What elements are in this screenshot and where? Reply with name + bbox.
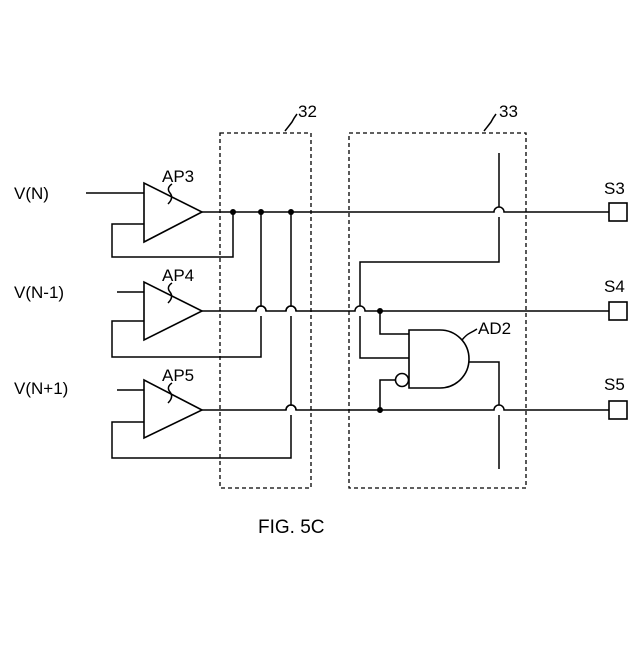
junction-dot-icon: [377, 308, 383, 314]
amplifier-label-ap5: AP5: [162, 366, 194, 385]
figure-caption: FIG. 5C: [258, 517, 325, 538]
hop-291-row4-icon: [286, 306, 296, 311]
junction-dot-icon: [288, 209, 294, 215]
gate-input-3-wire: [380, 380, 395, 410]
block-32-leader: [285, 114, 297, 131]
hop-291-row5-icon: [286, 405, 296, 410]
gate-input-2-wire: [380, 311, 409, 334]
feedback-wire-ap4: [112, 316, 261, 357]
gate-input-1-wire: [360, 316, 409, 358]
output-terminal-s5: [609, 401, 627, 419]
amplifier-ap5-icon: [144, 380, 202, 438]
output-label-s5: S5: [604, 375, 625, 394]
hop-261-row4-icon: [256, 306, 266, 311]
gate-output-wire-upper: [469, 362, 499, 405]
output-terminal-s3: [609, 203, 627, 221]
block-33-label: 33: [499, 102, 518, 121]
input-label-vn: V(N): [14, 184, 49, 203]
input-label-vn-1: V(N-1): [14, 283, 64, 302]
output-label-s4: S4: [604, 277, 625, 296]
feedback-wire-ap5: [112, 415, 291, 458]
amplifier-label-ap3: AP3: [162, 167, 194, 186]
junction-dot-icon: [230, 209, 236, 215]
amplifier-ap4-icon: [144, 282, 202, 340]
ad2-leader: [462, 329, 477, 340]
input-label-vn+1: V(N+1): [14, 379, 68, 398]
junction-dot-icon: [377, 407, 383, 413]
output-terminal-s4: [609, 302, 627, 320]
s3-bus-to-gate: [360, 217, 499, 306]
and-gate-ad2-icon: [409, 330, 469, 388]
inverting-bubble-icon: [396, 374, 409, 387]
output-label-s3: S3: [604, 179, 625, 198]
amplifier-label-ap4: AP4: [162, 266, 194, 285]
junction-dot-icon: [258, 209, 264, 215]
output-line-s5: [202, 405, 609, 410]
block-33-leader: [484, 114, 496, 131]
gate-label-ad2: AD2: [478, 319, 511, 338]
block-32-label: 32: [298, 102, 317, 121]
amplifier-ap3-icon: [144, 183, 202, 242]
